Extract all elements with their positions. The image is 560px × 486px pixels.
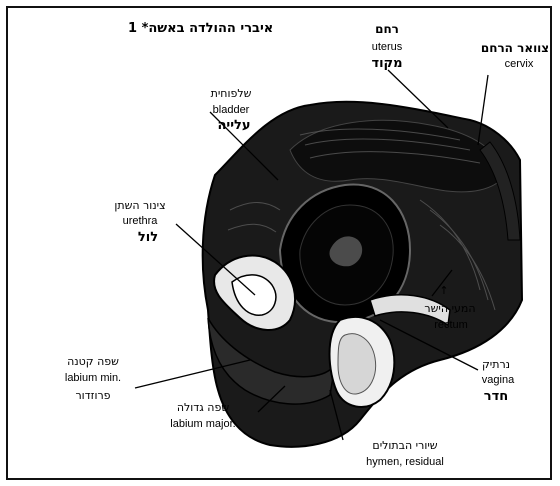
vagina-label-he2: חדר: [484, 390, 508, 403]
labium-minor-label-he2: פרוזדור: [75, 389, 110, 402]
uterus-label-en: uterus: [372, 41, 403, 54]
labium-major-label-en: labium major.: [170, 418, 235, 431]
rectum-arrow: ↑: [439, 284, 448, 297]
urethra-label-he: צינור השתן: [114, 199, 165, 212]
hymen-label-he: שיורי הבתולים: [372, 439, 437, 452]
rectum-label-he: המעי הישר: [424, 302, 475, 315]
bladder-label-he: שלפוחית: [211, 87, 252, 100]
labium-minor-label-en: labium min.: [65, 372, 121, 385]
vagina-label-en: vagina: [482, 374, 514, 387]
urethra-label-he2: לול: [138, 231, 158, 244]
vagina-label-he: נרתיק: [482, 358, 510, 371]
uterus-label-he: רחם: [375, 23, 399, 36]
figure-title-text: איברי ההולדה באשה*: [142, 21, 274, 36]
cervix-label-en: cervix: [505, 58, 534, 71]
rectum-label-en: rectum: [434, 319, 468, 332]
figure-number: 1: [128, 21, 137, 36]
uterus-label-he2: מקוד: [371, 57, 402, 70]
figure-title: איברי ההולדה באשה* 1: [118, 21, 273, 36]
cervix-label-he: צוואר הרחם: [481, 42, 549, 55]
bladder-label-he2: עלייה: [217, 119, 250, 132]
bladder-label-en: bladder: [213, 104, 250, 117]
hymen-label-en: hymen, residual: [366, 456, 444, 469]
urethra-label-en: urethra: [123, 215, 158, 228]
labium-major-label-he: שפה גדולה: [177, 401, 229, 414]
labium-minor-label-he: שפה קטנה: [67, 355, 119, 368]
